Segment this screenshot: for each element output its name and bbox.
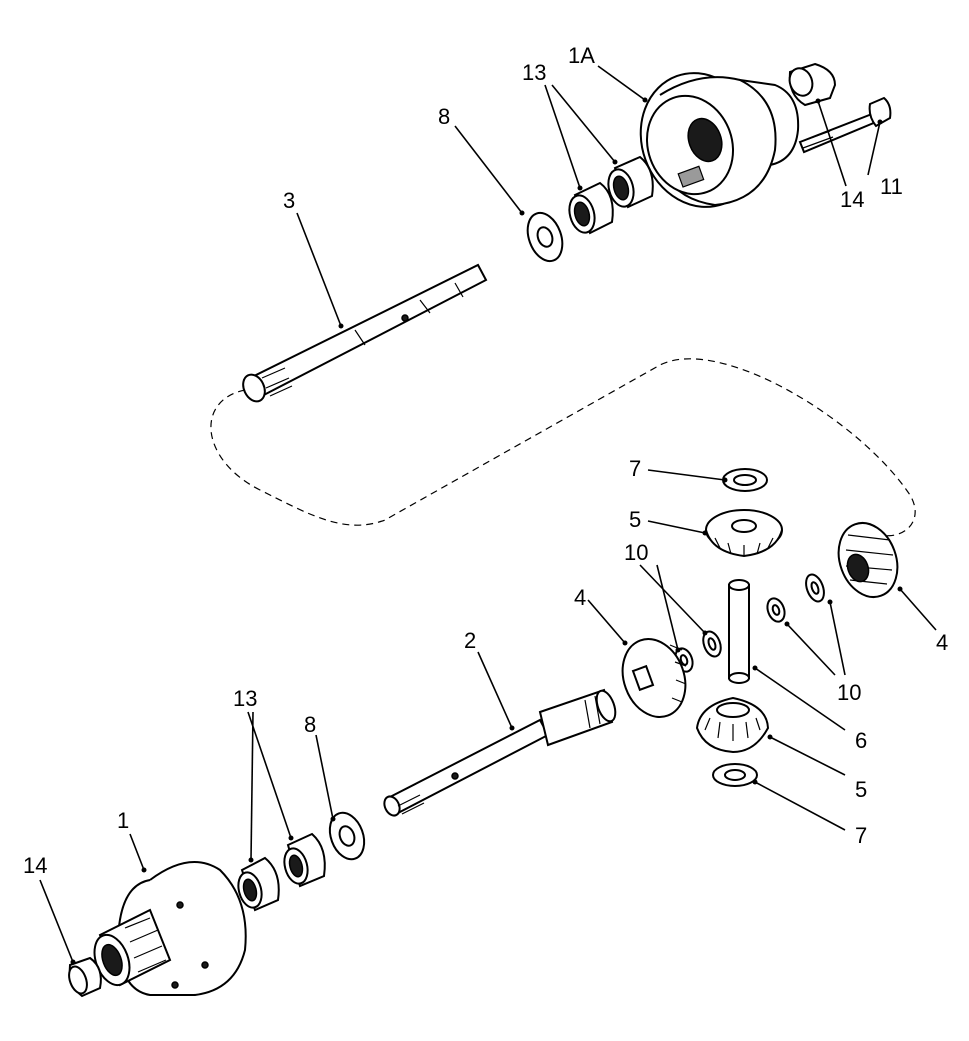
callout-1a: 1A: [568, 43, 595, 68]
gear-4-left: [621, 638, 687, 718]
shaft-3: [242, 263, 488, 403]
callout-11: 11: [880, 174, 903, 199]
pin-6: [728, 579, 750, 684]
washer-7-top: [722, 468, 768, 492]
callout-10-top: 10: [624, 540, 648, 565]
callout-5-bottom: 5: [855, 777, 867, 802]
washer-7-bottom: [712, 763, 758, 787]
leader-lines: [39, 65, 937, 963]
callout-13-bottom: 13: [233, 686, 257, 711]
callout-10-bottom: 10: [837, 680, 861, 705]
callout-2: 2: [464, 628, 476, 653]
callout-7-bottom: 7: [855, 823, 867, 848]
callout-3: 3: [283, 188, 295, 213]
bushing-14-top: [788, 62, 837, 107]
callout-8-top: 8: [438, 104, 450, 129]
dashed-assembly-path: [210, 358, 916, 537]
callout-8-bottom: 8: [304, 712, 316, 737]
washers-10-right: [766, 573, 825, 623]
callout-5-top: 5: [629, 507, 641, 532]
callout-4-right: 4: [936, 630, 948, 655]
callout-7-top: 7: [629, 456, 641, 481]
bearing-13-top-a: [568, 181, 614, 235]
housing-1: [93, 861, 247, 997]
washer-8-top: [526, 211, 564, 263]
bushing-14-bottom: [68, 956, 102, 998]
leader-dots: [70, 97, 903, 965]
bolt-11: [798, 96, 892, 154]
callout-14-bottom: 14: [23, 853, 47, 878]
housing-1a: [639, 72, 800, 208]
gear-4-right: [837, 522, 899, 598]
pinion-5-bottom: [695, 696, 770, 754]
callout-1: 1: [117, 808, 129, 833]
callout-4-left: 4: [574, 585, 586, 610]
bearing-13-top-b: [607, 155, 654, 209]
callout-6: 6: [855, 728, 867, 753]
washer-8-bottom: [328, 811, 366, 861]
callout-14-top: 14: [840, 187, 864, 212]
shaft-2: [383, 688, 617, 817]
bearing-13-bottom-a: [237, 856, 280, 912]
pinion-5-top: [705, 509, 783, 558]
callout-13-top: 13: [522, 60, 546, 85]
bearing-13-bottom-b: [283, 832, 326, 888]
